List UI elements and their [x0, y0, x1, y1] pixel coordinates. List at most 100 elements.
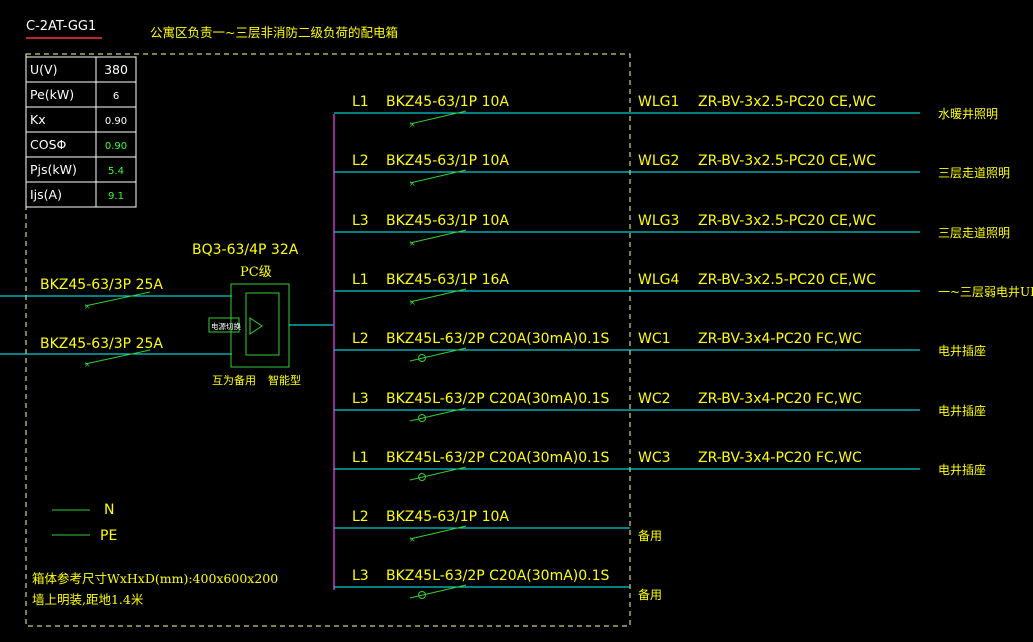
- rcd-symbol: [418, 354, 426, 362]
- circuit-phase: L2: [352, 509, 369, 525]
- circuit-load: 电井插座: [938, 343, 986, 358]
- circuit-breaker-label: BKZ45-63/1P 10A: [386, 509, 509, 525]
- circuit-cable-spec: ZR-BV-3x2.5-PC20 CE,WC: [698, 153, 876, 169]
- circuit-breaker-symbol: [409, 288, 467, 303]
- circuit-phase: L1: [352, 450, 369, 466]
- circuit-breaker-symbol: [409, 229, 467, 244]
- circuit-id: WC2: [638, 391, 671, 407]
- breaker-cross-mark: ×: [409, 298, 416, 307]
- circuit-phase: L3: [352, 568, 369, 584]
- circuit-cable-spec: ZR-BV-3x2.5-PC20 CE,WC: [698, 272, 876, 288]
- circuit-breaker-label: BKZ45-63/1P 10A: [386, 94, 509, 110]
- circuit-breaker-label: BKZ45L-63/2P C20A(30mA)0.1S: [386, 391, 610, 407]
- incoming-breaker-1-label: BKZ45-63/3P 25A: [40, 277, 163, 293]
- circuit-row: L1 BKZ45-63/1P 16A × WLG4 ZR-BV-3x2.5-PC20 C…: [334, 272, 1033, 307]
- incoming-breaker-1-symbol: [84, 291, 151, 307]
- circuit-id: WC1: [638, 331, 671, 347]
- rcd-symbol: [418, 473, 426, 481]
- circuit-breaker-label: BKZ45-63/1P 10A: [386, 153, 509, 169]
- circuit-breaker-label: BKZ45L-63/2P C20A(30mA)0.1S: [386, 568, 610, 584]
- circuit-phase: L2: [352, 331, 369, 347]
- circuit-id: WLG1: [638, 94, 679, 110]
- circuit-breaker-symbol: [409, 169, 467, 184]
- legend-pe-label: PE: [100, 528, 117, 544]
- ats-note-right: 智能型: [268, 373, 301, 387]
- circuit-row: L3 BKZ45-63/1P 10A × WLG3 ZR-BV-3x2.5-PC20 C…: [334, 213, 1010, 248]
- circuit-phase: L1: [352, 94, 369, 110]
- breaker-cross-mark: ×: [409, 239, 416, 248]
- circuit-cable-spec: ZR-BV-3x4-PC20 FC,WC: [698, 450, 862, 466]
- circuit-id: WLG4: [638, 272, 679, 288]
- param-value: 6: [113, 91, 119, 102]
- ats-inner-box: [245, 292, 280, 356]
- legend-n-label: N: [104, 502, 114, 518]
- circuit-breaker-symbol: [409, 407, 467, 422]
- legend: N PE: [52, 502, 117, 544]
- circuit-breaker-label: BKZ45L-63/2P C20A(30mA)0.1S: [386, 450, 610, 466]
- breaker-cross-mark: ×: [409, 120, 416, 129]
- circuit-phase: L3: [352, 391, 369, 407]
- circuit-phase: L1: [352, 272, 369, 288]
- circuit-cable-spec: ZR-BV-3x4-PC20 FC,WC: [698, 391, 862, 407]
- ats-model-label: BQ3-63/4P 32A: [192, 242, 299, 258]
- param-value: 9.1: [108, 191, 124, 202]
- param-value: 5.4: [108, 166, 124, 177]
- param-label: U(V): [30, 62, 57, 77]
- breaker-cross-mark: ×: [409, 535, 416, 544]
- param-label: COSΦ: [30, 137, 67, 152]
- mounting-note: 墙上明装,距地1.4米: [32, 592, 144, 607]
- ats-control-box: [208, 317, 240, 333]
- param-value: 380: [104, 62, 128, 77]
- panel-id: C-2AT-GG1: [26, 19, 96, 34]
- incoming-breaker-1-mark: ×: [84, 302, 91, 311]
- circuit-row: L3 BKZ45L-63/2P C20A(30mA)0.1S WC2 ZR-BV-3x…: [334, 391, 986, 422]
- param-value: 0.90: [105, 116, 127, 127]
- rcd-symbol: [418, 414, 426, 422]
- circuit-load: 三层走道照明: [938, 166, 1010, 180]
- incoming-breaker-2-symbol: [84, 349, 151, 365]
- circuit-row: L2 BKZ45L-63/2P C20A(30mA)0.1S WC1 ZR-BV-3x…: [334, 331, 986, 362]
- ats-class-label: PC级: [240, 265, 272, 280]
- param-label: Pjs(kW): [30, 162, 77, 177]
- incoming-section: BKZ45-63/3P 25A BKZ45-63/3P 25A × × BQ3-…: [0, 242, 334, 387]
- param-label: Pe(kW): [30, 87, 74, 102]
- param-label: Kx: [30, 112, 46, 127]
- circuit-load: 一~三层弱电井UPS: [938, 285, 1033, 299]
- circuit-load: 三层走道照明: [938, 226, 1010, 240]
- ats-switch-symbol: [249, 317, 263, 335]
- circuit-cable-spec: ZR-BV-3x4-PC20 FC,WC: [698, 331, 862, 347]
- circuit-breaker-symbol: [409, 347, 467, 362]
- circuit-id: WLG3: [638, 213, 679, 229]
- circuit-breaker-symbol: [409, 584, 467, 599]
- circuit-row: L1 BKZ45L-63/2P C20A(30mA)0.1S WC3 ZR-BV-3x…: [334, 450, 986, 481]
- circuit-phase: L2: [352, 153, 369, 169]
- rcd-symbol: [418, 591, 426, 599]
- circuit-breaker-symbol: [409, 110, 467, 125]
- circuit-id: WC3: [638, 450, 671, 466]
- enclosure-size-note: 箱体参考尺寸WxHxD(mm):400x600x200: [32, 571, 278, 586]
- circuit-phase: L3: [352, 213, 369, 229]
- panel-title: 公寓区负责一~三层非消防二级负荷的配电箱: [150, 25, 398, 40]
- circuit-breaker-symbol: [409, 466, 467, 481]
- ats-control-label: 电源切换: [211, 321, 241, 331]
- circuit-load: 电井插座: [938, 403, 986, 418]
- circuit-breaker-label: BKZ45L-63/2P C20A(30mA)0.1S: [386, 331, 610, 347]
- circuit-cable-spec: ZR-BV-3x2.5-PC20 CE,WC: [698, 213, 876, 229]
- circuit-spare: 备用: [638, 529, 662, 543]
- param-value: 0.90: [105, 141, 127, 152]
- circuit-row: L2 BKZ45-63/1P 10A × 备用: [334, 509, 662, 544]
- circuit-breaker-label: BKZ45-63/1P 10A: [386, 213, 509, 229]
- circuit-load: 电井插座: [938, 462, 986, 477]
- param-label: Ijs(A): [30, 187, 62, 202]
- incoming-breaker-2-label: BKZ45-63/3P 25A: [40, 336, 163, 352]
- circuit-breaker-label: BKZ45-63/1P 16A: [386, 272, 509, 288]
- incoming-breaker-2-mark: ×: [84, 360, 91, 369]
- circuit-breaker-symbol: [409, 525, 467, 540]
